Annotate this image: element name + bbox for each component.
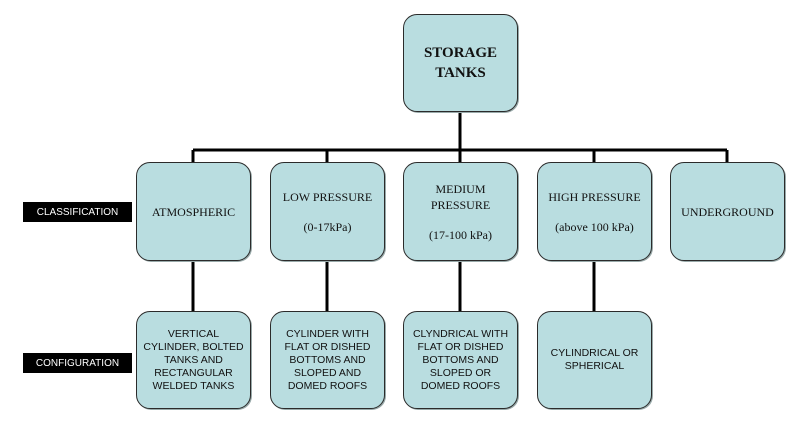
classification-label: CLASSIFICATION [23,202,132,222]
node-text: MEDIUM [435,181,486,196]
node-subtext: (above 100 kPa) [555,219,634,234]
node-text: ATMOSPHERIC [151,204,236,219]
config-text: SPHERICAL [564,360,625,372]
config-text: SLOPED AND [293,366,362,379]
config-text: BOTTOMS AND [422,353,499,366]
config-text: DOMED ROOFS [420,379,501,392]
config-text: WELDED TANKS [152,379,235,392]
node-text: PRESSURE [430,197,491,212]
node-medium-pressure: MEDIUM PRESSURE (17-100 kPa) [403,162,518,261]
config-low-pressure: CYLINDER WITH FLAT OR DISHED BOTTOMS AND… [270,311,385,409]
node-text: HIGH PRESSURE [548,189,641,204]
config-atmospheric: VERTICAL CYLINDER, BOLTED TANKS AND RECT… [136,311,251,409]
config-text: CYLINDER, BOLTED [143,340,244,353]
root-line-1: STORAGE [423,45,498,61]
config-text: VERTICAL [167,327,220,340]
config-text: CLYNDRICAL WITH [412,327,509,340]
config-text: RECTANGULAR [154,366,233,379]
config-text: FLAT OR DISHED [417,340,504,353]
node-subtext: (0-17kPa) [303,219,352,234]
config-text: CYLINDER WITH [286,327,369,340]
config-medium-pressure: CLYNDRICAL WITH FLAT OR DISHED BOTTOMS A… [403,311,518,409]
root-node-storage-tanks: STORAGE TANKS [403,14,518,112]
root-line-2: TANKS [435,65,486,81]
config-text: FLAT OR DISHED [284,340,371,353]
node-text: UNDERGROUND [681,204,774,219]
node-high-pressure: HIGH PRESSURE (above 100 kPa) [537,162,652,261]
config-text: CYLINDRICAL OR [550,347,639,359]
config-text: TANKS AND [164,353,223,366]
config-high-pressure: CYLINDRICAL OR SPHERICAL [537,311,652,409]
node-low-pressure: LOW PRESSURE (0-17kPa) [270,162,385,261]
config-text: DOMED ROOFS [287,379,368,392]
node-subtext: (17-100 kPa) [429,227,492,242]
node-text: LOW PRESSURE [282,189,373,204]
config-text: BOTTOMS AND [289,353,366,366]
config-text: SLOPED OR [429,366,492,379]
node-underground: UNDERGROUND [670,162,785,261]
node-atmospheric: ATMOSPHERIC [136,162,251,261]
configuration-label: CONFIGURATION [23,353,132,373]
